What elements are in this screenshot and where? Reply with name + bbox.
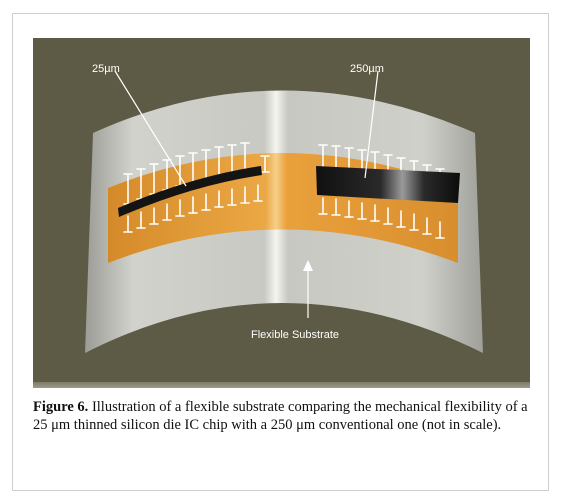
flexible-substrate-svg: 25µm 250µm Flexible Substrate	[85, 63, 483, 353]
figure-illustration: 25µm 250µm Flexible Substrate	[33, 38, 530, 388]
leader-thick	[364, 70, 379, 179]
label-thin-chip: 25µm	[92, 63, 120, 75]
substrate-arrow-head	[303, 260, 313, 271]
caption-label: Figure 6.	[33, 399, 89, 415]
traces-right	[318, 144, 445, 239]
label-thick-chip: 250µm	[350, 63, 384, 75]
leader-thin	[114, 70, 187, 187]
traces-left	[123, 142, 270, 233]
caption-text: Illustration of a flexible substrate com…	[33, 399, 528, 433]
figure-caption: Figure 6. Illustration of a flexible sub…	[33, 399, 530, 434]
thick-chip-250um	[316, 166, 460, 203]
thin-chip-25um	[118, 166, 262, 217]
label-flexible-substrate: Flexible Substrate	[251, 329, 339, 341]
